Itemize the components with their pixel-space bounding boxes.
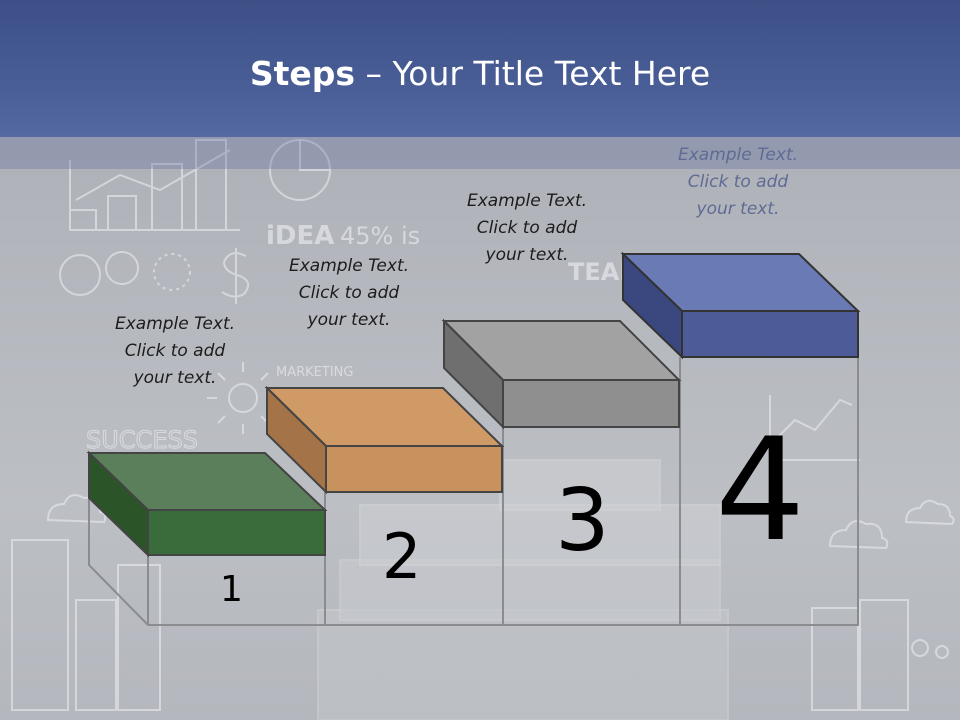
step-4-caption-line3: your text.: [696, 199, 780, 219]
step-1-block[interactable]: [86, 450, 328, 558]
step-2-caption-line2: Click to add: [298, 283, 400, 303]
step-3-block[interactable]: [441, 318, 682, 430]
step-2-number: 2: [382, 520, 422, 593]
step-1-caption-line2: Click to add: [124, 341, 226, 361]
step-4-block[interactable]: [620, 251, 861, 360]
bg-word-idea: iDEA: [266, 221, 334, 251]
step-2-caption-line3: your text.: [307, 310, 391, 330]
bg-word-success: SUCCESS: [86, 426, 198, 454]
step-3-caption[interactable]: Example Text. Click to add your text.: [442, 188, 612, 269]
step-1-caption[interactable]: Example Text. Click to add your text.: [90, 311, 260, 392]
step-2-caption[interactable]: Example Text. Click to add your text.: [264, 253, 434, 334]
step-4-number: 4: [715, 408, 806, 573]
step-2-caption-line1: Example Text.: [288, 256, 410, 276]
step-3-caption-line1: Example Text.: [466, 191, 588, 211]
step-1-caption-line1: Example Text.: [114, 314, 236, 334]
step-4-caption[interactable]: Example Text. Click to add your text.: [653, 142, 823, 223]
title-bar-fade: [0, 137, 960, 169]
step-3-caption-line3: your text.: [485, 245, 569, 265]
step-4-caption-line1: Example Text.: [677, 145, 799, 165]
step-1-caption-line3: your text.: [133, 368, 217, 388]
step-3-number: 3: [555, 471, 610, 571]
title-bar: [0, 0, 960, 137]
title-rest: – Your Title Text Here: [355, 54, 711, 93]
title-bold: Steps: [249, 54, 356, 93]
bg-word-percent: 45% is: [340, 222, 420, 250]
bg-word-marketing: MARKETING: [276, 365, 353, 380]
step-1-number: 1: [220, 569, 243, 610]
step-3-caption-line2: Click to add: [476, 218, 578, 238]
step-4-caption-line2: Click to add: [687, 172, 789, 192]
step-2-block[interactable]: [264, 385, 505, 495]
slide-title[interactable]: Steps – Your Title Text Here: [0, 54, 960, 93]
